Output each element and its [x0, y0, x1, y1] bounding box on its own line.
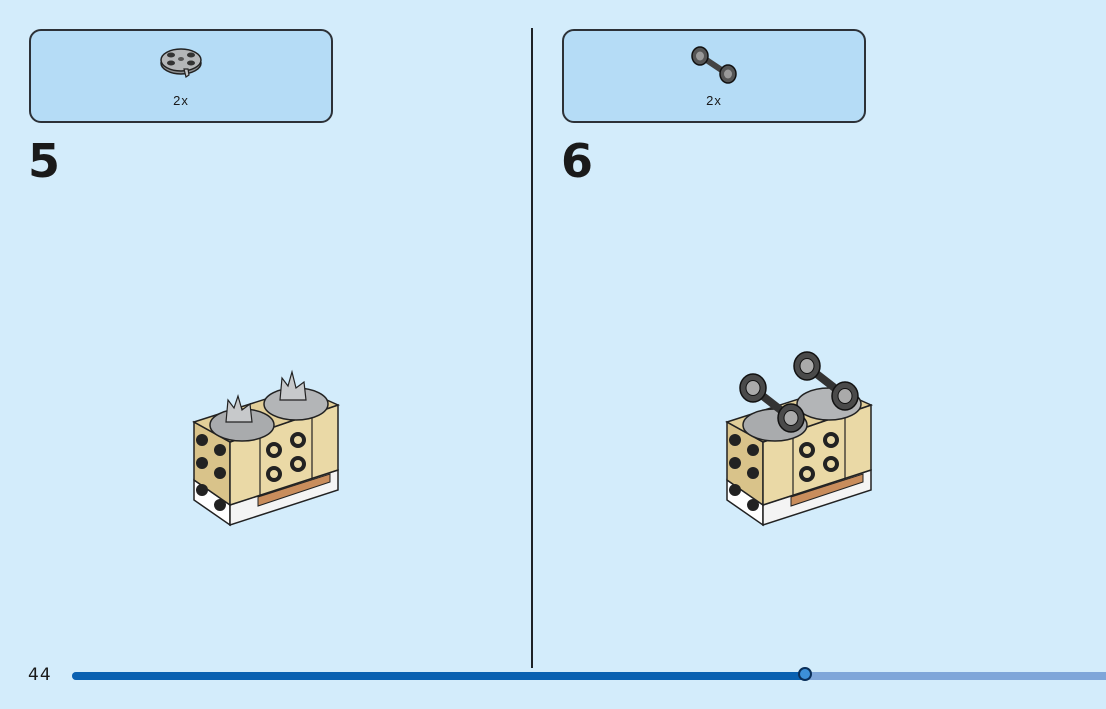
model-step-6-illustration [713, 348, 883, 538]
step-number: 6 [561, 134, 594, 188]
progress-fill [72, 672, 805, 680]
page-divider [531, 28, 533, 668]
parts-callout-step-5: 2x [29, 29, 333, 123]
round-plate-with-clip-icon [157, 45, 205, 90]
part-quantity: 2x [173, 93, 189, 108]
model-step-5-illustration [180, 360, 350, 535]
wheel-axle-icon [688, 45, 740, 90]
part-quantity: 2x [706, 93, 722, 108]
step-number: 5 [28, 134, 61, 188]
page-number: 44 [28, 665, 52, 685]
parts-callout-step-6: 2x [562, 29, 866, 123]
progress-indicator-dot [798, 667, 812, 681]
progress-bar [72, 667, 1106, 681]
